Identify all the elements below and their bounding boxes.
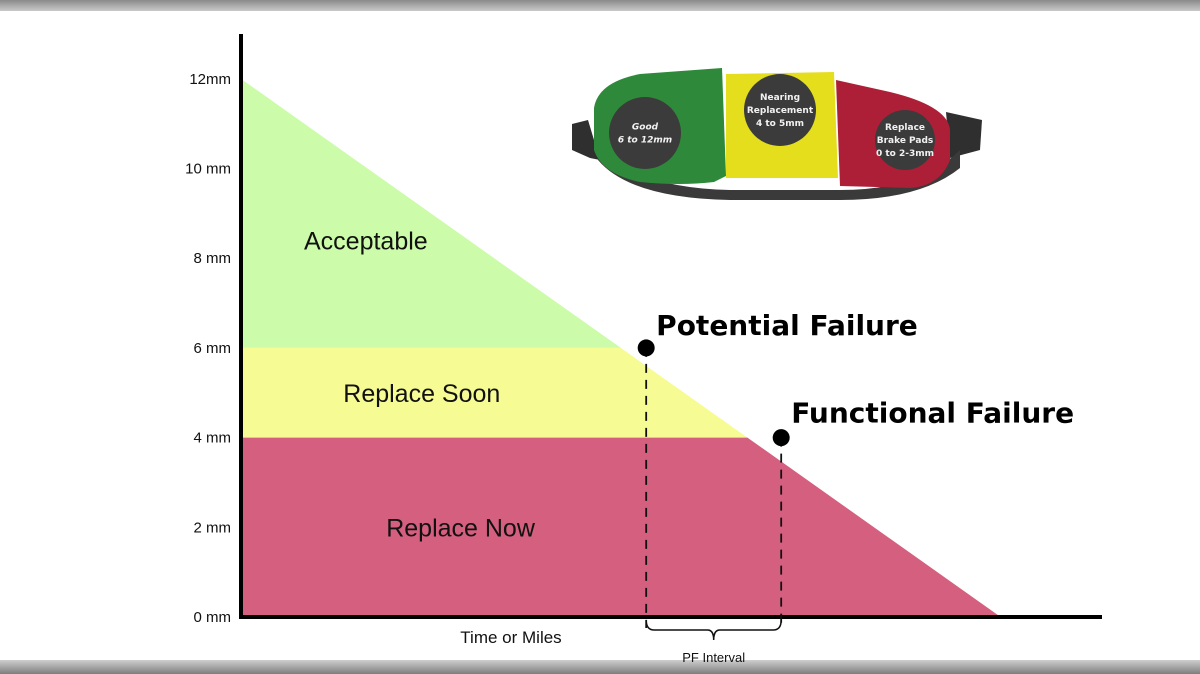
video-top-bar bbox=[0, 0, 1200, 11]
pad-badge-good bbox=[609, 97, 681, 169]
y-tick-label: 8 mm bbox=[194, 250, 232, 267]
y-tick-label: 10 mm bbox=[185, 161, 231, 178]
pad-badge-text: Good bbox=[632, 123, 659, 133]
failure-point-label: Potential Failure bbox=[656, 309, 918, 342]
pf-interval-label: PF Interval bbox=[682, 650, 745, 665]
zone-1 bbox=[241, 347, 748, 438]
zone-label-0: Acceptable bbox=[304, 227, 428, 255]
failure-point bbox=[637, 339, 655, 357]
zone-label-2: Replace Now bbox=[386, 514, 536, 542]
pad-badge-text: 6 to 12mm bbox=[618, 136, 672, 146]
pad-badge-text: Nearing bbox=[760, 93, 800, 103]
zone-2 bbox=[241, 437, 1001, 617]
pad-badge-text: 0 to 2-3mm bbox=[876, 149, 934, 159]
pad-badge-replace bbox=[875, 110, 935, 170]
video-bottom-bar bbox=[0, 660, 1200, 674]
zone-0 bbox=[241, 78, 621, 348]
pad-badge-text: Replace bbox=[885, 123, 925, 133]
failure-point bbox=[772, 429, 790, 447]
zone-label-1: Replace Soon bbox=[343, 380, 500, 408]
y-tick-label: 4 mm bbox=[194, 430, 232, 447]
pad-badge-text: Replacement bbox=[747, 106, 814, 116]
pad-badge-nearing bbox=[744, 74, 816, 146]
pad-badge-text: 4 to 5mm bbox=[756, 119, 804, 129]
y-tick-label: 6 mm bbox=[194, 340, 232, 357]
x-axis-label: Time or Miles bbox=[460, 628, 561, 647]
pad-badge-text: Brake Pads bbox=[877, 136, 934, 146]
y-tick-label: 2 mm bbox=[194, 519, 232, 536]
failure-point-label: Functional Failure bbox=[791, 397, 1074, 430]
pf-interval-brace bbox=[645, 619, 782, 641]
y-tick-label: 12mm bbox=[189, 71, 231, 88]
y-tick-label: 0 mm bbox=[194, 609, 232, 626]
